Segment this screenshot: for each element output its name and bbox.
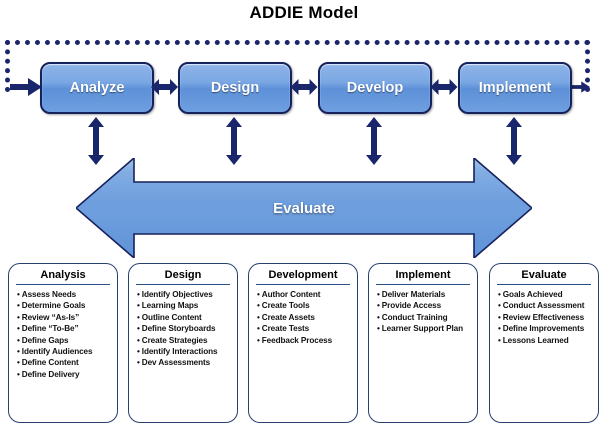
detail-card-design[interactable]: Design Identify ObjectivesLearning MapsO…: [128, 263, 238, 423]
detail-card-implement[interactable]: Implement Deliver MaterialsProvide Acces…: [368, 263, 478, 423]
detail-card-title: Development: [268, 269, 338, 281]
double-headed-horizontal-arrow-icon: [430, 79, 458, 95]
page-title: ADDIE Model: [249, 3, 359, 22]
detail-card-list: Deliver MaterialsProvide AccessConduct T…: [373, 289, 473, 335]
detail-card-list-item: Determine Goals: [17, 300, 113, 311]
process-box-develop[interactable]: Develop: [318, 62, 432, 114]
detail-card-list-item: Identify Objectives: [137, 289, 233, 300]
detail-card-list: Assess NeedsDetermine GoalsReview “As-Is…: [13, 289, 113, 380]
process-box-implement[interactable]: Implement: [458, 62, 572, 114]
detail-card-list-item: Conduct Training: [377, 312, 473, 323]
detail-card-divider: [136, 284, 230, 285]
detail-card-list-item: Identify Audiences: [17, 346, 113, 357]
double-headed-vertical-arrow-icon: [506, 117, 522, 165]
process-box-label: Analyze: [69, 80, 125, 96]
double-headed-vertical-arrow-icon: [366, 117, 382, 165]
detail-card-divider: [497, 284, 591, 285]
detail-card-list-item: Author Content: [257, 289, 353, 300]
detail-card-development[interactable]: Development Author ContentCreate ToolsCr…: [248, 263, 358, 423]
detail-card-list-item: Define Delivery: [17, 369, 113, 380]
process-box-label: Implement: [478, 80, 552, 96]
process-box-label: Develop: [346, 80, 404, 96]
double-headed-vertical-arrow-icon: [88, 117, 104, 165]
detail-card-list-item: Provide Access: [377, 300, 473, 311]
detail-card-list-item: Identify Interactions: [137, 346, 233, 357]
detail-card-list-item: Create Tools: [257, 300, 353, 311]
detail-card-title: Implement: [395, 269, 451, 281]
detail-card-list: Author ContentCreate ToolsCreate AssetsC…: [253, 289, 353, 346]
detail-card-list-item: Assess Needs: [17, 289, 113, 300]
detail-card-list-item: Create Assets: [257, 312, 353, 323]
detail-card-list: Goals AchievedConduct AssessmentReview E…: [494, 289, 594, 346]
double-headed-vertical-arrow-icon: [226, 117, 242, 165]
detail-card-title: Design: [164, 269, 202, 281]
detail-card-evaluate[interactable]: Evaluate Goals AchievedConduct Assessmen…: [489, 263, 599, 423]
double-headed-horizontal-arrow-icon: [151, 79, 178, 95]
feedback-loop-right-segment: [585, 40, 590, 92]
detail-card-list-item: Define Gaps: [17, 335, 113, 346]
detail-card-list-item: Create Strategies: [137, 335, 233, 346]
entry-right-arrow-icon: [10, 78, 42, 96]
detail-card-list-item: Dev Assessments: [137, 357, 233, 368]
detail-card-list-item: Goals Achieved: [498, 289, 594, 300]
detail-card-list-item: Lessons Learned: [498, 335, 594, 346]
detail-card-list-item: Define Content: [17, 357, 113, 368]
detail-card-title: Evaluate: [521, 269, 567, 281]
detail-card-list: Identify ObjectivesLearning MapsOutline …: [133, 289, 233, 369]
detail-card-list-item: Create Tests: [257, 323, 353, 334]
detail-card-list-item: Define Improvements: [498, 323, 594, 334]
detail-card-list-item: Learner Support Plan: [377, 323, 473, 334]
process-box-label: Design: [210, 80, 260, 96]
detail-card-list-item: Define Storyboards: [137, 323, 233, 334]
feedback-loop-left-segment: [5, 40, 10, 92]
detail-card-list-item: Conduct Assessment: [498, 300, 594, 311]
detail-card-list-item: Deliver Materials: [377, 289, 473, 300]
exit-right-arrow-icon: [570, 81, 590, 93]
detail-card-list-item: Define “To-Be”: [17, 323, 113, 334]
feedback-loop-top-segment: [5, 40, 590, 45]
detail-card-divider: [256, 284, 350, 285]
double-headed-horizontal-arrow-icon: [290, 79, 318, 95]
detail-card-divider: [376, 284, 470, 285]
detail-card-list-item: Feedback Process: [257, 335, 353, 346]
detail-card-list-item: Learning Maps: [137, 300, 233, 311]
detail-card-list-item: Outline Content: [137, 312, 233, 323]
evaluate-block-arrow-icon[interactable]: [76, 158, 532, 258]
detail-card-list-item: Review Effectiveness: [498, 312, 594, 323]
detail-card-divider: [16, 284, 110, 285]
detail-card-analysis[interactable]: Analysis Assess NeedsDetermine GoalsRevi…: [8, 263, 118, 423]
detail-card-list-item: Review “As-Is”: [17, 312, 113, 323]
process-box-analyze[interactable]: Analyze: [40, 62, 154, 114]
detail-card-title: Analysis: [40, 269, 86, 281]
process-box-design[interactable]: Design: [178, 62, 292, 114]
